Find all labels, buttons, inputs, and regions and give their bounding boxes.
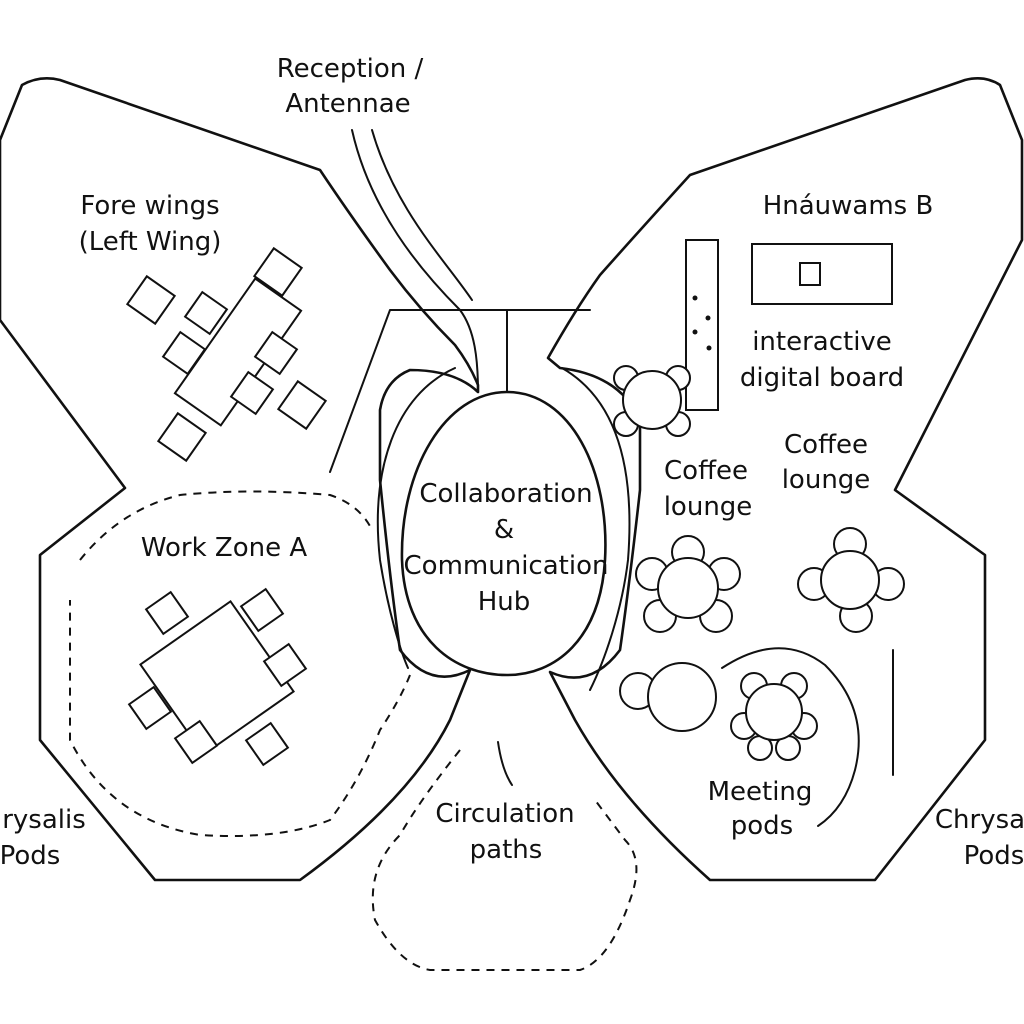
antenna-right <box>371 129 473 301</box>
board-label-line1: interactive <box>752 327 892 357</box>
antenna-left <box>351 129 479 393</box>
fore-wings-label-line2: (Left Wing) <box>79 227 222 257</box>
fore-wing-furniture <box>125 246 328 463</box>
chair <box>183 290 229 336</box>
circulation-tick <box>497 741 513 786</box>
hub-label-line1: Collaboration <box>419 479 592 509</box>
chrysalis-right-label-line2: Pods <box>964 841 1024 871</box>
chair <box>262 642 308 688</box>
board-screen-icon <box>799 262 821 286</box>
right-wing-outline <box>546 77 1024 882</box>
meeting-pod-arc <box>721 647 860 827</box>
round-table <box>797 527 905 633</box>
chair <box>161 330 207 376</box>
chair <box>125 274 177 326</box>
meeting-pods-label-line1: Meeting <box>708 777 813 807</box>
reception-label-line1: Reception / <box>277 54 424 84</box>
hub-surround-left <box>376 367 456 669</box>
fore-wing-table <box>173 277 303 427</box>
fore-wings-label-line1: Fore wings <box>80 191 219 221</box>
hub-label-line3: Communication <box>404 551 609 581</box>
chair <box>173 719 219 765</box>
lounge-tables <box>613 365 905 761</box>
interactive-digital-board <box>751 243 893 305</box>
round-table <box>635 535 741 633</box>
round-table <box>613 365 691 437</box>
meeting-pods-label-line2: pods <box>731 811 793 841</box>
coffee-lounge-a-line2: lounge <box>664 492 753 522</box>
board-label-line2: digital board <box>740 363 904 393</box>
work-zone-a-furniture <box>127 587 308 767</box>
chair <box>244 721 290 767</box>
circulation-label-line2: paths <box>470 835 543 865</box>
chair <box>239 587 285 633</box>
coffee-lounge-b-line2: lounge <box>782 465 871 495</box>
left-wing-outline <box>0 77 480 882</box>
chair <box>156 411 208 463</box>
round-table <box>619 662 717 732</box>
hub-surround-right <box>561 367 631 691</box>
chrysalis-left-label-line2: Pods <box>0 841 60 871</box>
chair <box>253 330 299 376</box>
hub-label-line4: Hub <box>478 587 531 617</box>
chair <box>276 379 328 431</box>
reception-frame <box>329 309 591 473</box>
coffee-lounge-a-line1: Coffee <box>664 456 748 486</box>
hub-outline <box>400 390 607 677</box>
chrysalis-left-label-line1: rysalis <box>2 805 86 835</box>
circulation-path-loop <box>371 749 638 971</box>
chrysalis-right-label-line1: Chrysa <box>935 805 1024 835</box>
chair <box>144 590 190 636</box>
circulation-label-line1: Circulation <box>435 799 574 829</box>
reception-label-line2: Antennae <box>285 89 410 119</box>
meeting-pod-table <box>730 672 818 761</box>
zone-b-label: Hnáuwams B <box>763 191 934 221</box>
wall-partition <box>685 239 719 411</box>
hub-label-line2: & <box>494 515 514 545</box>
work-zone-table <box>139 600 295 756</box>
work-zone-a-label: Work Zone A <box>141 533 308 563</box>
chair <box>127 685 173 731</box>
chair <box>229 370 275 416</box>
work-zone-a-boundary <box>69 490 411 837</box>
chair <box>252 246 304 298</box>
coffee-lounge-b-line1: Coffee <box>784 430 868 460</box>
